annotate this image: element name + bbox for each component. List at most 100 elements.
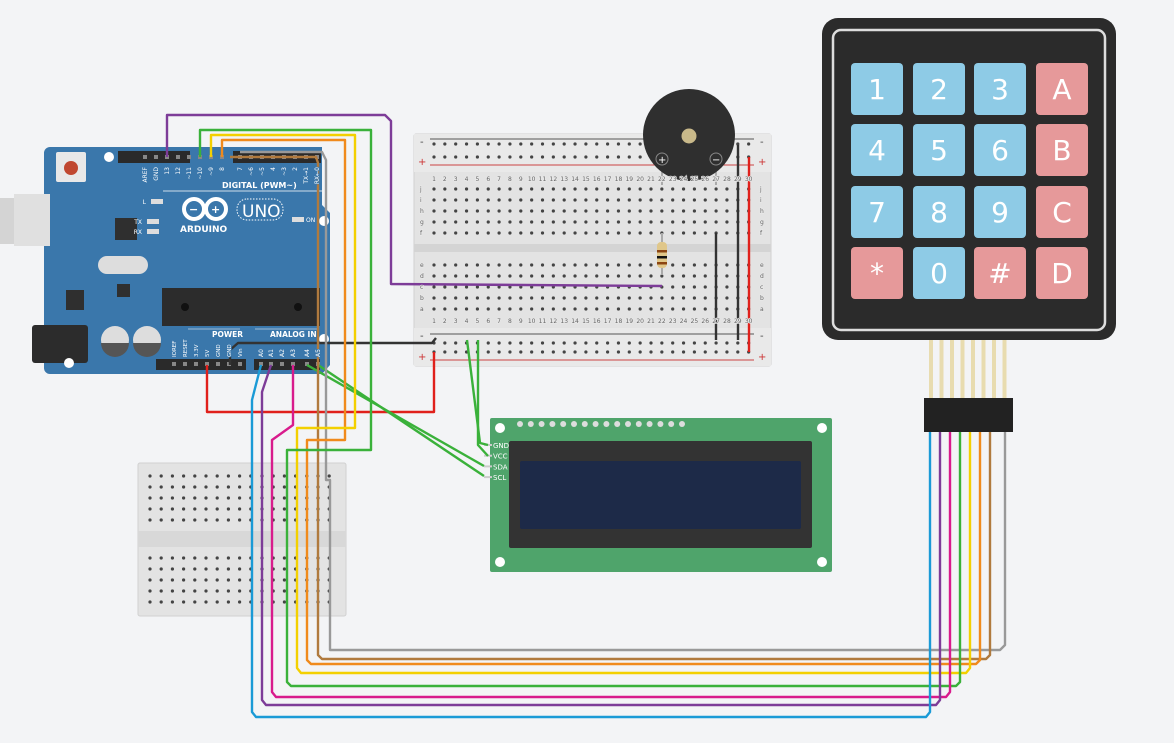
lcd-header-pin[interactable] bbox=[603, 421, 610, 427]
breadboard-hole[interactable] bbox=[714, 220, 718, 224]
breadboard-hole[interactable] bbox=[562, 341, 566, 345]
breadboard-hole[interactable] bbox=[464, 263, 469, 267]
breadboard-hole[interactable] bbox=[540, 220, 545, 224]
breadboard-hole[interactable] bbox=[671, 198, 675, 202]
breadboard-hole[interactable] bbox=[703, 274, 707, 278]
breadboard-hole[interactable] bbox=[616, 187, 621, 191]
breadboard-hole[interactable] bbox=[432, 285, 436, 289]
breadboard-hole[interactable] bbox=[454, 350, 458, 354]
breadboard-hole[interactable] bbox=[540, 263, 545, 267]
breadboard-hole[interactable] bbox=[443, 198, 447, 202]
keypad-key-6[interactable]: 6 bbox=[974, 124, 1026, 176]
mini-breadboard-hole[interactable] bbox=[238, 518, 242, 522]
breadboard-hole[interactable] bbox=[649, 263, 653, 267]
breadboard-hole[interactable] bbox=[627, 198, 631, 202]
breadboard-hole[interactable] bbox=[616, 307, 621, 311]
mini-breadboard-hole[interactable] bbox=[226, 474, 230, 478]
breadboard-hole[interactable] bbox=[616, 231, 621, 235]
mini-breadboard-hole[interactable] bbox=[170, 485, 174, 489]
breadboard-hole[interactable] bbox=[519, 155, 523, 159]
breadboard-hole[interactable] bbox=[703, 350, 707, 354]
breadboard-hole[interactable] bbox=[747, 142, 751, 146]
keypad-pin[interactable] bbox=[971, 340, 975, 400]
lcd-header-pin[interactable] bbox=[668, 421, 675, 427]
breadboard-hole[interactable] bbox=[595, 307, 599, 311]
breadboard-hole[interactable] bbox=[725, 198, 729, 202]
breadboard-hole[interactable] bbox=[681, 307, 686, 311]
mini-breadboard-hole[interactable] bbox=[170, 578, 174, 582]
breadboard-hole[interactable] bbox=[497, 231, 501, 235]
breadboard-hole[interactable] bbox=[432, 263, 436, 267]
breadboard-hole[interactable] bbox=[627, 263, 631, 267]
breadboard-hole[interactable] bbox=[551, 198, 555, 202]
breadboard-hole[interactable] bbox=[725, 285, 729, 289]
mini-breadboard-hole[interactable] bbox=[159, 507, 163, 511]
lcd-header-pin[interactable] bbox=[592, 421, 599, 427]
breadboard-hole[interactable] bbox=[627, 155, 631, 159]
mini-breadboard-hole[interactable] bbox=[282, 496, 286, 500]
breadboard-hole[interactable] bbox=[519, 307, 523, 311]
mini-breadboard-hole[interactable] bbox=[238, 485, 242, 489]
mini-breadboard-hole[interactable] bbox=[204, 507, 208, 511]
breadboard-hole[interactable] bbox=[638, 142, 642, 146]
mini-breadboard-hole[interactable] bbox=[226, 567, 230, 571]
breadboard-hole[interactable] bbox=[551, 296, 555, 300]
breadboard-hole[interactable] bbox=[454, 187, 458, 191]
breadboard-hole[interactable] bbox=[530, 198, 534, 202]
breadboard-hole[interactable] bbox=[464, 220, 469, 224]
breadboard-hole[interactable] bbox=[638, 350, 642, 354]
breadboard-hole[interactable] bbox=[464, 198, 469, 202]
breadboard-hole[interactable] bbox=[519, 274, 523, 278]
breadboard-hole[interactable] bbox=[475, 307, 479, 311]
breadboard-hole[interactable] bbox=[530, 274, 534, 278]
mini-breadboard-hole[interactable] bbox=[238, 474, 242, 478]
breadboard-hole[interactable] bbox=[725, 263, 729, 267]
keypad-key-0[interactable]: 0 bbox=[913, 247, 965, 299]
breadboard-hole[interactable] bbox=[464, 142, 469, 146]
breadboard-hole[interactable] bbox=[551, 307, 555, 311]
mini-breadboard-hole[interactable] bbox=[238, 567, 242, 571]
lcd-header-pin[interactable] bbox=[538, 421, 545, 427]
keypad-key-*[interactable]: * bbox=[851, 247, 903, 299]
breadboard-hole[interactable] bbox=[681, 209, 686, 213]
breadboard-hole[interactable] bbox=[508, 350, 512, 354]
breadboard-hole[interactable] bbox=[573, 341, 577, 345]
mini-breadboard-hole[interactable] bbox=[327, 474, 331, 478]
breadboard-hole[interactable] bbox=[508, 274, 512, 278]
mini-breadboard-hole[interactable] bbox=[238, 600, 242, 604]
breadboard-hole[interactable] bbox=[606, 187, 610, 191]
breadboard-hole[interactable] bbox=[551, 209, 555, 213]
breadboard-hole[interactable] bbox=[508, 285, 512, 289]
keypad-pin[interactable] bbox=[939, 340, 944, 400]
breadboard-hole[interactable] bbox=[432, 296, 436, 300]
breadboard-hole[interactable] bbox=[616, 209, 621, 213]
digital-pin[interactable] bbox=[187, 155, 191, 159]
breadboard-hole[interactable] bbox=[584, 231, 588, 235]
breadboard-hole[interactable] bbox=[530, 263, 534, 267]
mini-breadboard-hole[interactable] bbox=[159, 556, 163, 560]
breadboard-hole[interactable] bbox=[486, 296, 490, 300]
resistor[interactable] bbox=[657, 233, 667, 275]
breadboard-hole[interactable] bbox=[562, 350, 566, 354]
breadboard-hole[interactable] bbox=[638, 263, 642, 267]
breadboard-hole[interactable] bbox=[443, 350, 447, 354]
breadboard-hole[interactable] bbox=[692, 231, 697, 235]
breadboard-hole[interactable] bbox=[573, 274, 577, 278]
breadboard-hole[interactable] bbox=[486, 209, 490, 213]
breadboard-hole[interactable] bbox=[671, 307, 675, 311]
breadboard-hole[interactable] bbox=[562, 155, 566, 159]
breadboard-hole[interactable] bbox=[703, 296, 707, 300]
breadboard-hole[interactable] bbox=[736, 142, 740, 146]
breadboard-hole[interactable] bbox=[475, 296, 479, 300]
breadboard-hole[interactable] bbox=[692, 341, 697, 345]
breadboard-hole[interactable] bbox=[627, 231, 631, 235]
breadboard-hole[interactable] bbox=[627, 209, 631, 213]
breadboard-hole[interactable] bbox=[508, 155, 512, 159]
breadboard-hole[interactable] bbox=[443, 187, 447, 191]
breadboard-hole[interactable] bbox=[497, 274, 501, 278]
mini-breadboard-hole[interactable] bbox=[193, 474, 197, 478]
breadboard-hole[interactable] bbox=[595, 296, 599, 300]
breadboard-hole[interactable] bbox=[681, 350, 686, 354]
breadboard-hole[interactable] bbox=[508, 307, 512, 311]
